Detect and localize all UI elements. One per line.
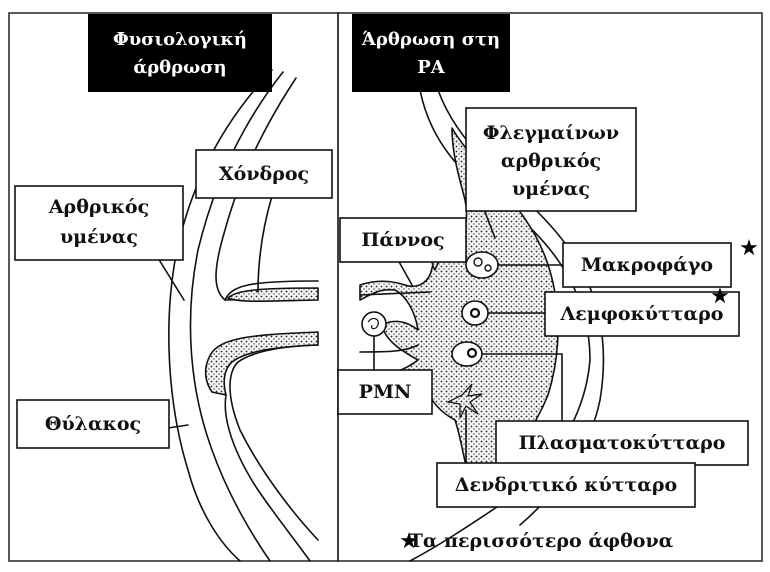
lymphocyte-label: Λεμφοκύτταρο: [560, 303, 724, 325]
cartilage-pointer: [258, 196, 272, 292]
capsule-label: Θύλακος: [45, 413, 141, 435]
normal-joint-header: [88, 14, 272, 92]
pannus-label: Πάννος: [361, 229, 444, 251]
normal-joint-drawing: [169, 70, 318, 561]
synovium-label-line1: Αρθρικός: [48, 196, 149, 218]
synovium-label-line2: υμένας: [60, 226, 138, 248]
ra-joint-header-line1: Άρθρωση στη: [361, 29, 500, 50]
normal-joint-header-line2: άρθρωση: [133, 57, 226, 78]
pmn-label: PMN: [359, 381, 412, 403]
dendritic-cell-label: Δενδριτικό κύτταρο: [455, 474, 677, 496]
normal-joint-header-line1: Φυσιολογική: [113, 29, 247, 50]
plasma-cell-label: Πλασματοκύτταρο: [519, 432, 726, 454]
inflamed-synovium-label-line3: υμένας: [512, 178, 590, 200]
cartilage-label: Χόνδρος: [219, 163, 309, 185]
inflamed-synovium-label-line1: Φλεγμαίνων: [483, 122, 619, 144]
macrophage-star-icon: ★: [739, 236, 759, 261]
lymphocyte-star-icon: ★: [710, 284, 730, 309]
inflamed-synovium-label-line2: αρθρικός: [501, 150, 601, 172]
macrophage-label: Μακροφάγο: [581, 254, 713, 276]
ra-joint-header: [352, 14, 510, 92]
legend-text: Τα περισσότερο άφθονα: [409, 530, 674, 552]
ra-joint-header-line2: ΡΑ: [417, 57, 446, 78]
pannus-pointer: [398, 260, 412, 285]
